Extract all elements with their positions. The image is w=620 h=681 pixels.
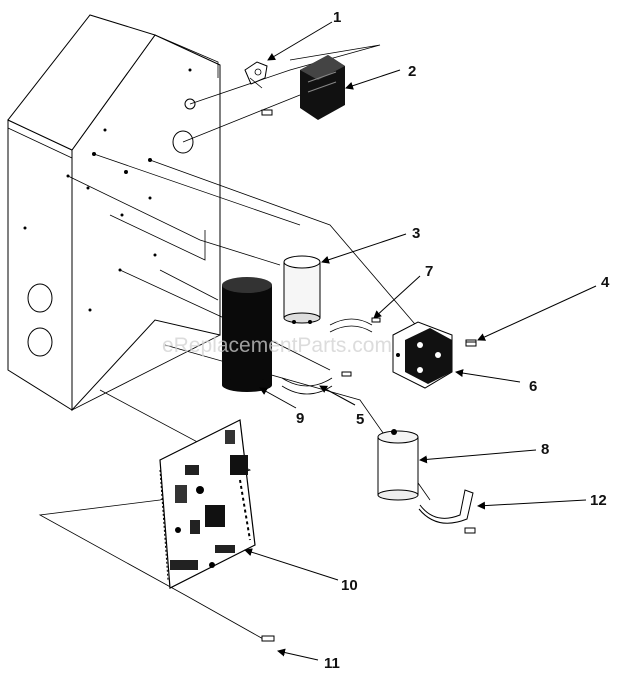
callout-6: 6	[529, 378, 537, 395]
part-7-strap	[329, 317, 381, 333]
part-9-run-capacitor	[222, 277, 272, 392]
callout-12: 12	[590, 492, 607, 509]
part-11-screw	[261, 635, 275, 642]
callout-5: 5	[356, 411, 364, 428]
part-4-screw	[465, 341, 477, 347]
callout-4: 4	[601, 274, 610, 291]
callout-9: 9	[296, 410, 304, 427]
part-2-relay	[261, 55, 345, 120]
callout-7: 7	[425, 263, 433, 280]
callout-10: 10	[341, 577, 358, 594]
callout-3: 3	[412, 225, 420, 242]
part-1-terminal	[244, 61, 268, 89]
part-6-contactor	[392, 321, 477, 389]
callout-2: 2	[408, 63, 416, 80]
callout-8: 8	[541, 441, 549, 458]
part-12-strap	[418, 489, 476, 534]
callout-11: 11	[324, 655, 340, 672]
callout-labels: 1 2 3 4 5 6 7 8 9 10 11 12	[296, 9, 610, 672]
part-5-strap	[281, 371, 352, 395]
part-10-control-board	[159, 419, 256, 589]
part-3-capacitor	[283, 255, 321, 324]
callout-1: 1	[333, 9, 341, 26]
callout-leaders	[244, 21, 597, 661]
watermark-text: eReplacementParts.com	[162, 334, 392, 357]
control-box-enclosure	[7, 14, 221, 412]
part-8-capacitor	[377, 429, 419, 501]
